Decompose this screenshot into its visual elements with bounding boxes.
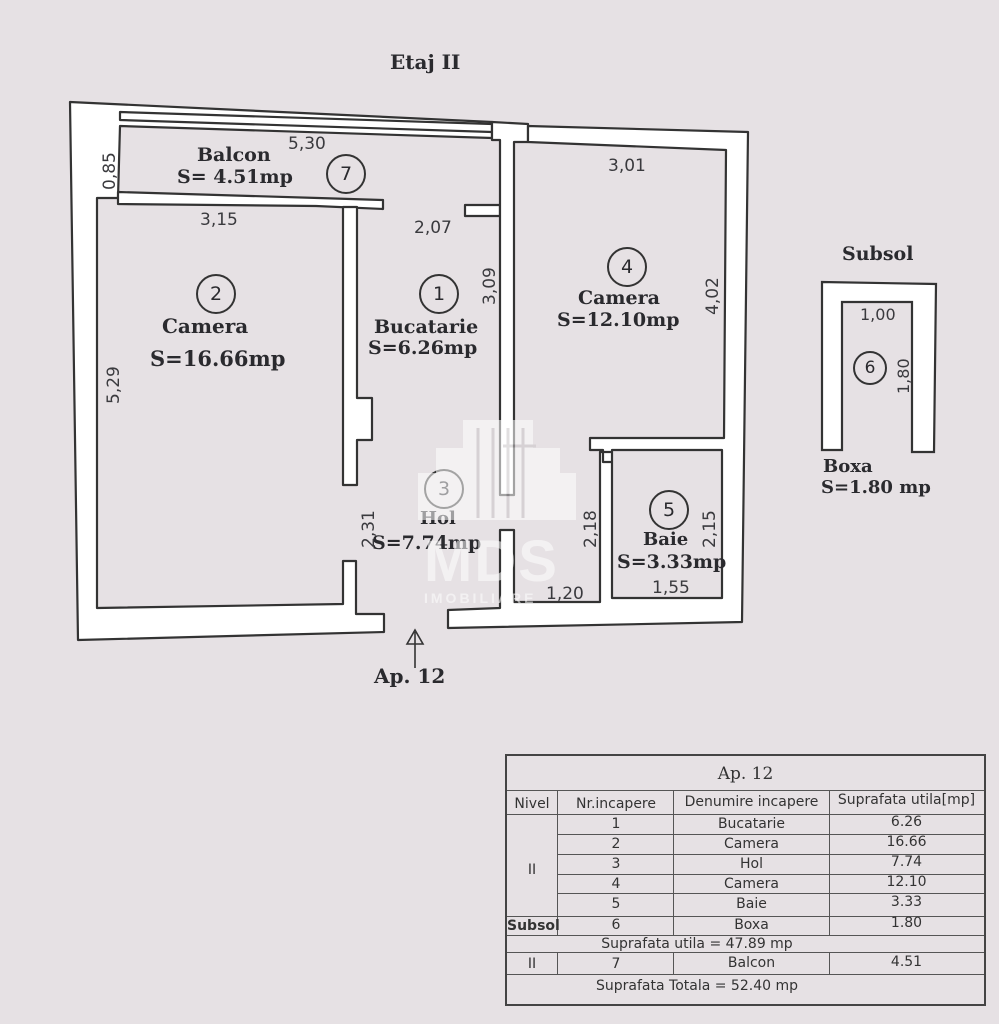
area-table: Ap. 12 Nivel Nr.incapere Denumire incape… bbox=[505, 754, 986, 1006]
row-1-name: Bucatarie bbox=[717, 816, 786, 832]
row-2-name: Camera bbox=[724, 836, 779, 852]
room2-area: S=16.66mp bbox=[150, 346, 286, 371]
row-6-nr: 6 bbox=[611, 917, 621, 933]
dim-room4-top: 3,01 bbox=[608, 156, 646, 176]
dim-balcon-side: 0,85 bbox=[100, 152, 120, 190]
dim-baie-side: 2,15 bbox=[700, 510, 720, 548]
dim-kitchen-top: 2,07 bbox=[414, 218, 452, 238]
room-number-6: 6 bbox=[853, 351, 887, 385]
room1-name: Bucatarie bbox=[374, 316, 479, 338]
room3-area: S=7.74mp bbox=[372, 532, 482, 554]
header-denumire: Denumire incapere bbox=[684, 794, 819, 810]
room1-area: S=6.26mp bbox=[368, 337, 478, 359]
row-6-name: Boxa bbox=[734, 917, 769, 933]
row-3-name: Hol bbox=[740, 856, 763, 872]
floor-title: Etaj II bbox=[390, 50, 461, 74]
row-4-nr: 4 bbox=[611, 876, 621, 892]
apartment-label: Ap. 12 bbox=[374, 664, 446, 688]
room-number-4: 4 bbox=[607, 247, 647, 287]
subsol-room-name: Boxa bbox=[823, 456, 873, 477]
room4-name: Camera bbox=[578, 287, 660, 309]
row-5-nr: 5 bbox=[611, 896, 621, 912]
subsol-title: Subsol bbox=[842, 243, 914, 265]
table-title: Ap. 12 bbox=[717, 764, 774, 784]
row-3-area: 7.74 bbox=[890, 854, 923, 870]
balcony-level: II bbox=[527, 956, 537, 972]
balcon-area: S= 4.51mp bbox=[177, 166, 293, 188]
room2-name: Camera bbox=[162, 314, 249, 338]
watermark-building-icon bbox=[418, 420, 576, 520]
row-5-area: 3.33 bbox=[890, 894, 923, 910]
dim-room4-side: 4,02 bbox=[703, 277, 723, 315]
room4-area: S=12.10mp bbox=[557, 309, 680, 331]
dim-balcon-top: 5,30 bbox=[288, 134, 326, 154]
room-number-7: 7 bbox=[326, 154, 366, 194]
dim-hol-right: 2,18 bbox=[581, 510, 601, 548]
balcony-nr: 7 bbox=[611, 956, 621, 972]
row-2-nr: 2 bbox=[611, 836, 621, 852]
dim-subsol-height: 1,80 bbox=[894, 358, 913, 394]
room5-area: S=3.33mp bbox=[617, 551, 727, 573]
room-number-2: 2 bbox=[196, 274, 236, 314]
header-nivel: Nivel bbox=[514, 796, 550, 812]
row-6-area: 1.80 bbox=[890, 915, 923, 931]
row-5-name: Baie bbox=[736, 896, 767, 912]
balcony-area: 4.51 bbox=[890, 954, 923, 970]
level-ii-cell: II bbox=[527, 862, 537, 878]
room5-name: Baie bbox=[643, 529, 689, 550]
useful-total: Suprafata utila = 47.89 mp bbox=[601, 936, 793, 952]
row-1-nr: 1 bbox=[611, 816, 621, 832]
row-2-area: 16.66 bbox=[886, 834, 927, 850]
row-4-area: 12.10 bbox=[886, 874, 927, 890]
balcony-name: Balcon bbox=[727, 955, 776, 971]
row-3-nr: 3 bbox=[611, 856, 621, 872]
header-suprafata: Suprafata utila[mp] bbox=[837, 792, 976, 808]
dim-balcon-inner: 3,15 bbox=[200, 210, 238, 230]
row-1-area: 6.26 bbox=[890, 814, 923, 830]
room-number-1: 1 bbox=[419, 274, 459, 314]
header-nr: Nr.incapere bbox=[576, 796, 656, 812]
room-number-5: 5 bbox=[649, 490, 689, 530]
dim-kitchen-side: 3,09 bbox=[480, 267, 500, 305]
subsol-room-area: S=1.80 mp bbox=[821, 477, 931, 498]
watermark-brand: MDS bbox=[424, 529, 559, 594]
dim-subsol-width: 1,00 bbox=[860, 305, 896, 324]
dim-baie-bottom: 1,55 bbox=[652, 578, 690, 598]
watermark-sub: IMOBILIARE bbox=[424, 590, 537, 606]
grand-total: Suprafata Totala = 52.40 mp bbox=[596, 978, 798, 994]
dim-hol-side: 2,31 bbox=[359, 510, 379, 548]
row-4-name: Camera bbox=[724, 876, 779, 892]
dim-hol-bottom: 1,20 bbox=[546, 584, 584, 604]
level-subsol-cell: Subsol bbox=[507, 918, 560, 934]
watermark-logo: MDS IMOBILIARE bbox=[418, 418, 580, 608]
dim-room2-side: 5,29 bbox=[104, 366, 124, 404]
balcon-name: Balcon bbox=[197, 144, 271, 166]
